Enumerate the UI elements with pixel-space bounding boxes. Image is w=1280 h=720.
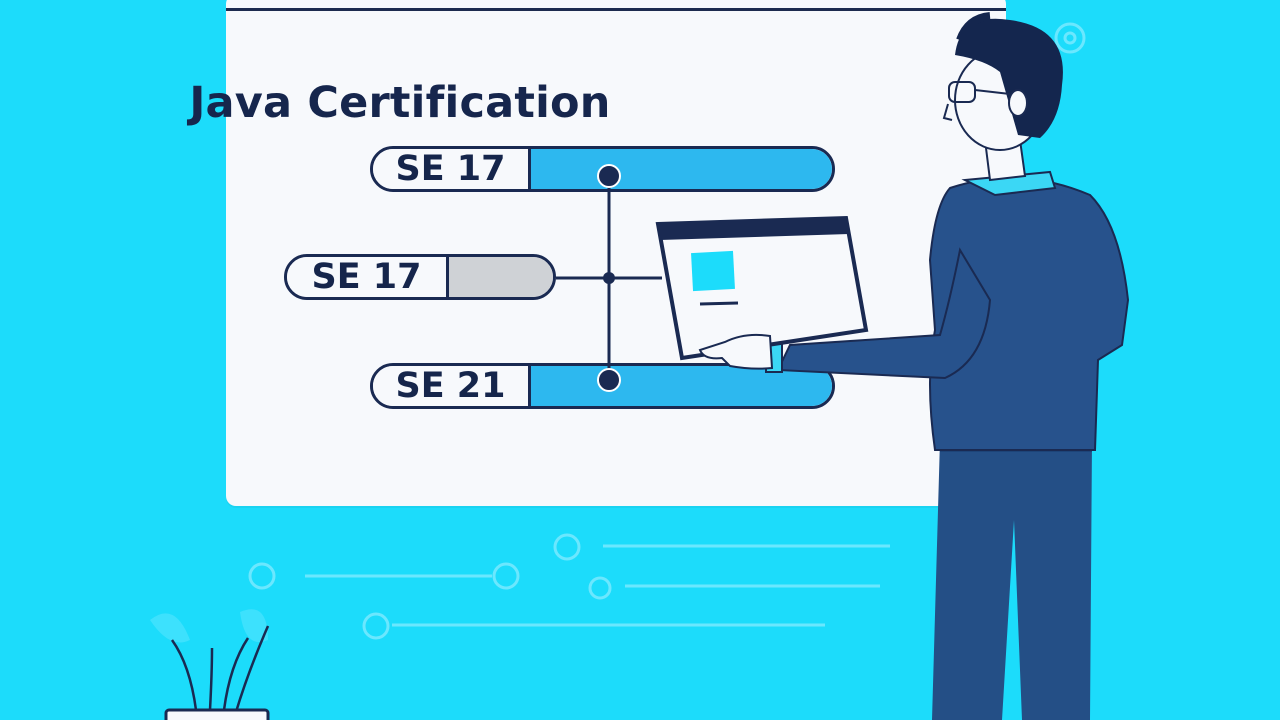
- cert-pill-se17-middle: SE 17: [284, 254, 556, 300]
- cert-pill-se21: SE 21: [370, 363, 835, 409]
- certification-board: [226, 0, 1006, 506]
- board-title: Java Certification: [189, 78, 611, 128]
- cert-label: SE 17: [373, 149, 531, 189]
- cert-progress-fill: [531, 366, 832, 406]
- cert-label: SE 21: [373, 366, 531, 406]
- cert-progress-fill: [531, 149, 832, 189]
- board-top-line: [226, 8, 1006, 11]
- cert-pill-se17-top: SE 17: [370, 146, 835, 192]
- cert-label: SE 17: [287, 257, 449, 297]
- cert-progress-fill: [449, 257, 553, 297]
